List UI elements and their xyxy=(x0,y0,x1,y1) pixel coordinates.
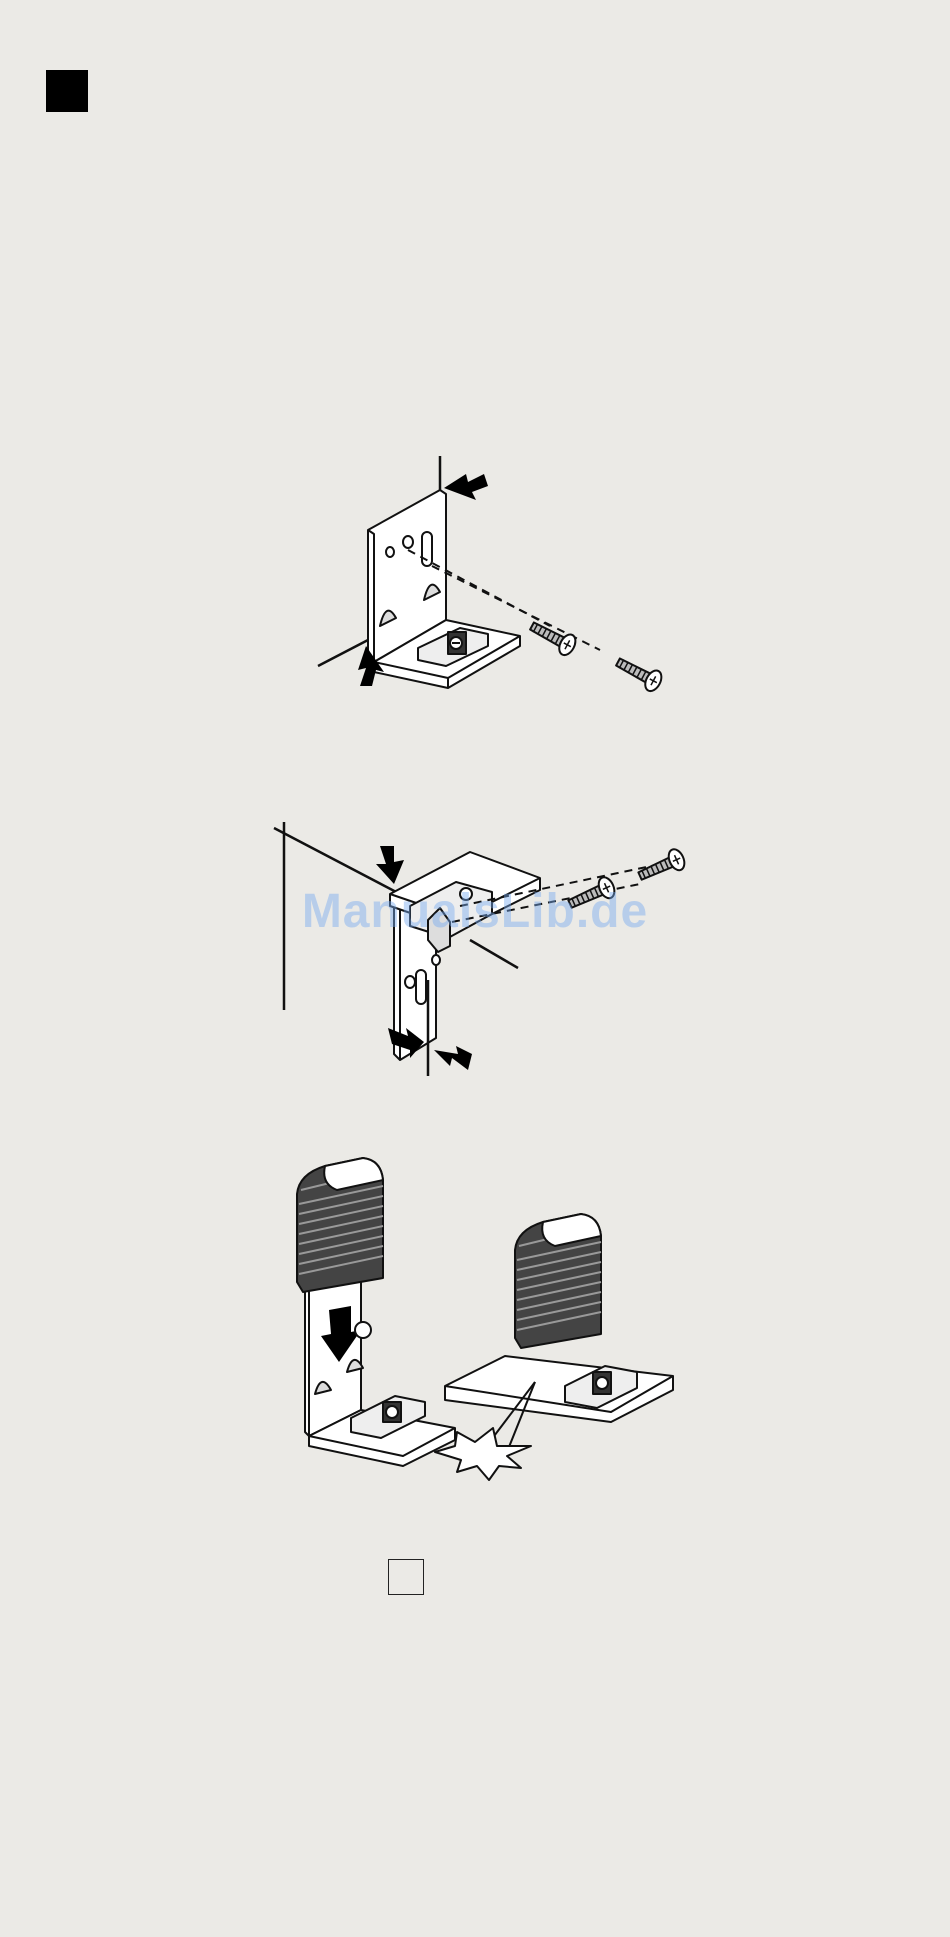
watermark: ManualsLib.de xyxy=(0,884,950,939)
bracket-ceiling-screws-icon xyxy=(274,822,687,1076)
section-marker-square xyxy=(46,70,88,112)
arrow-icon xyxy=(434,1046,472,1070)
arrow-icon xyxy=(444,474,488,500)
ceiling-mount-bracket-figure xyxy=(260,810,720,1090)
bracket-cover-icon xyxy=(297,1158,673,1480)
arrow-icon xyxy=(376,846,404,884)
checkbox-box xyxy=(388,1559,424,1595)
wall-mount-bracket-figure xyxy=(300,450,700,710)
bracket-covers-figure xyxy=(285,1150,705,1490)
